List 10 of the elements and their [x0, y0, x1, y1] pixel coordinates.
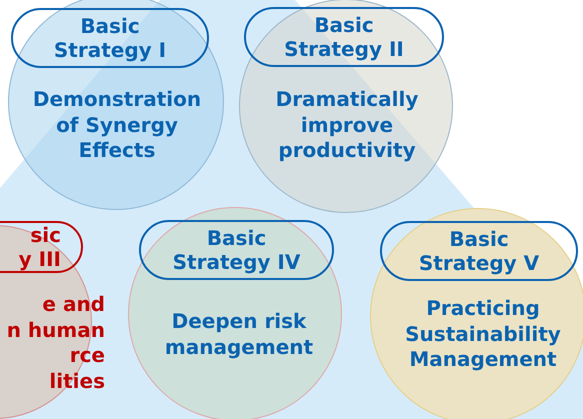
strategy-description: Demonstration of Synergy Effects — [32, 87, 202, 164]
strategy-heading: sic y III — [0, 221, 83, 273]
strategy-heading: Basic Strategy V — [380, 221, 578, 281]
strategy-heading: Basic Strategy I — [11, 8, 209, 68]
strategy-heading: Basic Strategy IV — [139, 220, 334, 280]
strategy-description: Practicing Sustainability Management — [404, 296, 562, 372]
strategy-description: e and n human rce lities — [6, 292, 105, 394]
strategy-heading: Basic Strategy II — [244, 7, 444, 67]
strategy-description: Dramatically improve productivity — [274, 87, 420, 164]
strategy-description: Deepen risk management — [164, 309, 314, 360]
